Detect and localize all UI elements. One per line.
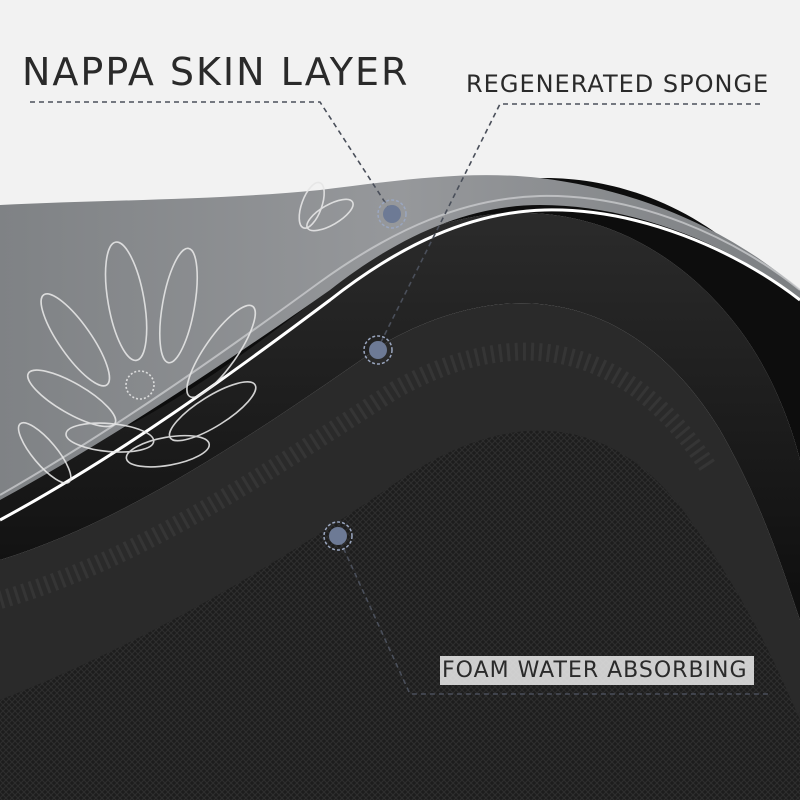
regenerated-sponge-label: REGENERATED SPONGE xyxy=(466,70,770,98)
foam-layer xyxy=(0,303,800,720)
sponge-marker xyxy=(363,335,393,365)
foam-water-absorbing-label: FOAM WATER ABSORBING xyxy=(440,656,754,685)
sponge-layer xyxy=(0,212,800,621)
daisy-flower-decoration xyxy=(17,181,354,484)
nappa-marker xyxy=(377,199,407,229)
skin-edge-line xyxy=(0,208,800,522)
skin-border-pattern xyxy=(0,194,800,496)
foam-texture xyxy=(0,342,718,609)
foam-callout-line xyxy=(335,531,770,695)
sponge-callout-line xyxy=(377,103,760,349)
callout-lines xyxy=(30,101,770,695)
foam-marker xyxy=(323,521,353,551)
mesh-bottom-layer xyxy=(0,418,800,800)
nappa-skin-layer-label: NAPPA SKIN LAYER xyxy=(22,50,410,94)
nappa-callout-line xyxy=(30,101,391,211)
nappa-skin-layer xyxy=(0,175,800,500)
